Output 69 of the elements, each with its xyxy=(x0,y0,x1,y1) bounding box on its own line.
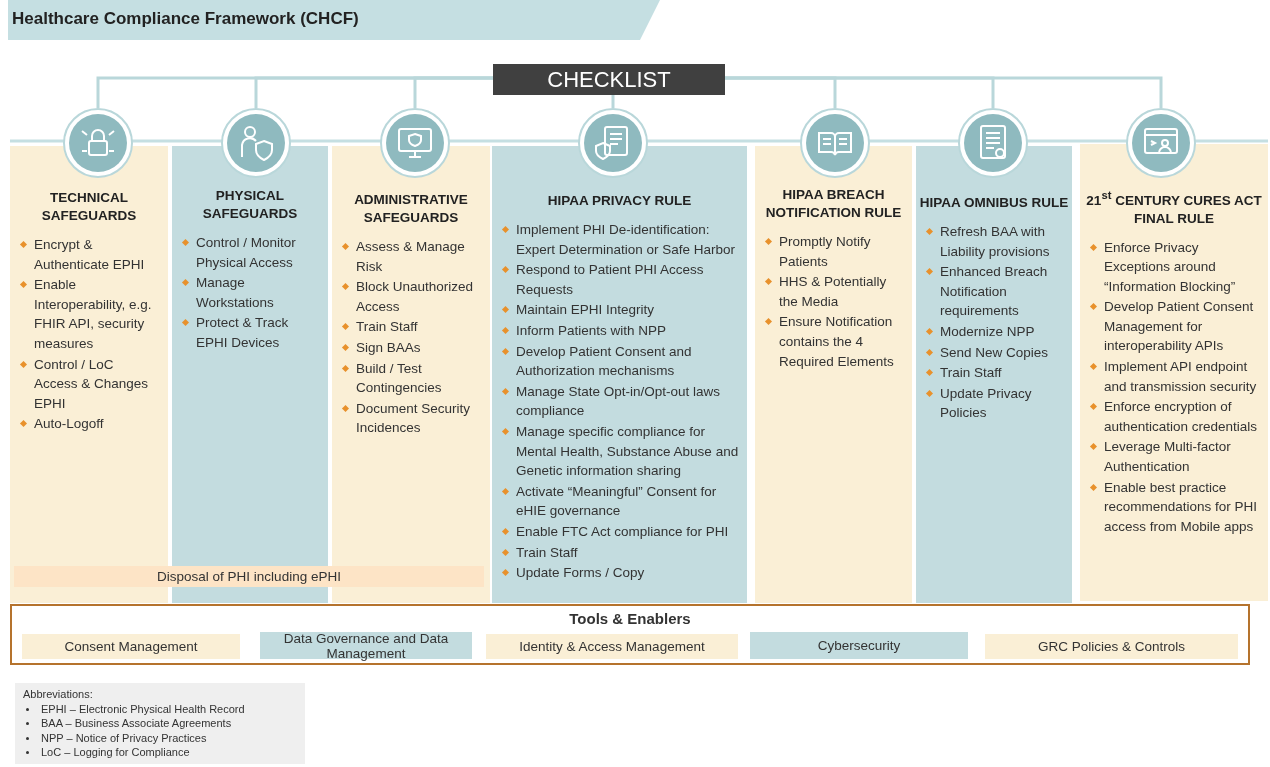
enabler-box: Data Governance and Data Management xyxy=(260,632,472,659)
bullet-item: Develop Patient Consent and Authorization mechanisms xyxy=(500,341,739,381)
bullet-item: Auto-Logoff xyxy=(18,414,160,434)
abbreviation-item: EPHI – Electronic Physical Health Record xyxy=(23,701,297,716)
bullet-item: Enforce encryption of authentication credentials xyxy=(1088,397,1260,437)
rule-column xyxy=(755,146,912,603)
enabler-box: Cybersecurity xyxy=(750,632,968,659)
column-heading: HIPAA BREACH NOTIFICATION RULE xyxy=(764,186,903,222)
abbreviation-item: BAA – Business Associate Agreements xyxy=(23,716,297,731)
bullet-item: Control / LoC Access & Changes EPHI xyxy=(18,354,160,414)
bullet-item: Update Privacy Policies xyxy=(924,383,1064,423)
bullet-item: Ensure Notification contains the 4 Required Elements xyxy=(763,312,904,372)
abbreviation-item: NPP – Notice of Privacy Practices xyxy=(23,730,297,745)
bullet-item: Enhanced Breach Notification requirements xyxy=(924,262,1064,321)
band: Disposal of PHI including ePHI xyxy=(14,566,484,587)
bullet-item: Document Security Incidences xyxy=(340,398,482,438)
panel-heading: Tools & Enablers xyxy=(568,610,692,627)
column-heading: HIPAA OMNIBUS RULE xyxy=(918,194,1070,212)
bullet-item: Implement API endpoint and transmission security xyxy=(1088,357,1260,397)
bullet-item: Control / Monitor Physical Access xyxy=(180,233,320,273)
bullet-item: Send New Copies xyxy=(924,342,1064,363)
tools-panel xyxy=(10,604,1250,665)
enabler-box: Consent Management xyxy=(22,634,240,659)
bullet-item: Leverage Multi-factor Authentication xyxy=(1088,437,1260,477)
bullet-item: Train Staff xyxy=(924,363,1064,383)
bullet-item: Train Staff xyxy=(340,317,482,337)
bullet-item: Maintain EPHI Integrity xyxy=(500,300,739,320)
bullet-item: Inform Patients with NPP xyxy=(500,320,739,341)
checklist-header: CHECKLIST xyxy=(493,64,725,95)
column-heading: ADMINISTRATIVE SAFEGUARDS xyxy=(353,191,469,227)
abbreviation-item: LoC – Logging for Compliance xyxy=(23,745,297,760)
bullet-item: Develop Patient Consent Management for interoperability APIs xyxy=(1088,297,1260,357)
bullet-item: Refresh BAA with Liability provisions xyxy=(924,222,1064,262)
bullet-item: Modernize NPP xyxy=(924,321,1064,342)
enabler-box: Identity & Access Management xyxy=(486,634,738,659)
bullet-item: Manage Workstations xyxy=(180,273,320,313)
enabler-box: GRC Policies & Controls xyxy=(985,634,1238,659)
bullet-item: Sign BAAs xyxy=(340,337,482,358)
bullet-item: Enable best practice recommendations for PHI access from Mobile apps xyxy=(1088,477,1260,537)
bullet-item: Manage specific compliance for Mental Health, Substance Abuse and Genetic information sharing xyxy=(500,421,739,481)
bullet-item: Enable Interoperability, e.g. FHIR API, security measures xyxy=(18,275,160,354)
title: Healthcare Compliance Framework (CHCF) xyxy=(12,9,359,29)
bullet-item: Respond to Patient PHI Access Requests xyxy=(500,260,739,300)
column-heading: HIPAA PRIVACY RULE xyxy=(546,192,693,210)
column-heading: 21$^{st}$ CENTURY CURES ACT FINAL RULE xyxy=(1085,188,1263,228)
bullet-item: Activate “Meaningful” Consent for eHIE governance xyxy=(500,481,739,521)
bullet-item: Build / Test Contingencies xyxy=(340,358,482,398)
bullet-item: Implement PHI De-identification: Expert Determination or Safe Harbor xyxy=(500,220,739,260)
rule-column xyxy=(1080,144,1268,601)
bullet-item: Update Forms / Copy xyxy=(500,563,739,583)
rule-column xyxy=(916,146,1072,603)
bullet-item: Enforce Privacy Exceptions around “Information Blocking” xyxy=(1088,237,1260,297)
bullet-item: HHS & Potentially the Media xyxy=(763,272,904,312)
bullet-item: Promptly Notify Patients xyxy=(763,232,904,272)
rule-column xyxy=(492,146,747,603)
abbreviations-box xyxy=(15,683,305,764)
bullet-item: Assess & Manage Risk xyxy=(340,237,482,277)
column-heading: PHYSICAL SAFEGUARDS xyxy=(201,187,299,223)
connector-line xyxy=(611,95,615,108)
bullet-item: Train Staff xyxy=(500,542,739,563)
abbreviations-heading: Abbreviations: xyxy=(23,687,94,702)
bullet-item: Protect & Track EPHI Devices xyxy=(180,313,320,353)
connector-line xyxy=(725,76,1163,108)
bullet-item: Manage State Opt-in/Opt-out laws compliance xyxy=(500,381,739,421)
bullet-item: Enable FTC Act compliance for PHI xyxy=(500,521,739,542)
column-heading: TECHNICAL SAFEGUARDS xyxy=(40,189,138,225)
bullet-item: Encrypt & Authenticate EPHI xyxy=(18,235,160,275)
connector-line xyxy=(413,76,493,108)
bullet-item: Block Unauthorized Access xyxy=(340,277,482,317)
